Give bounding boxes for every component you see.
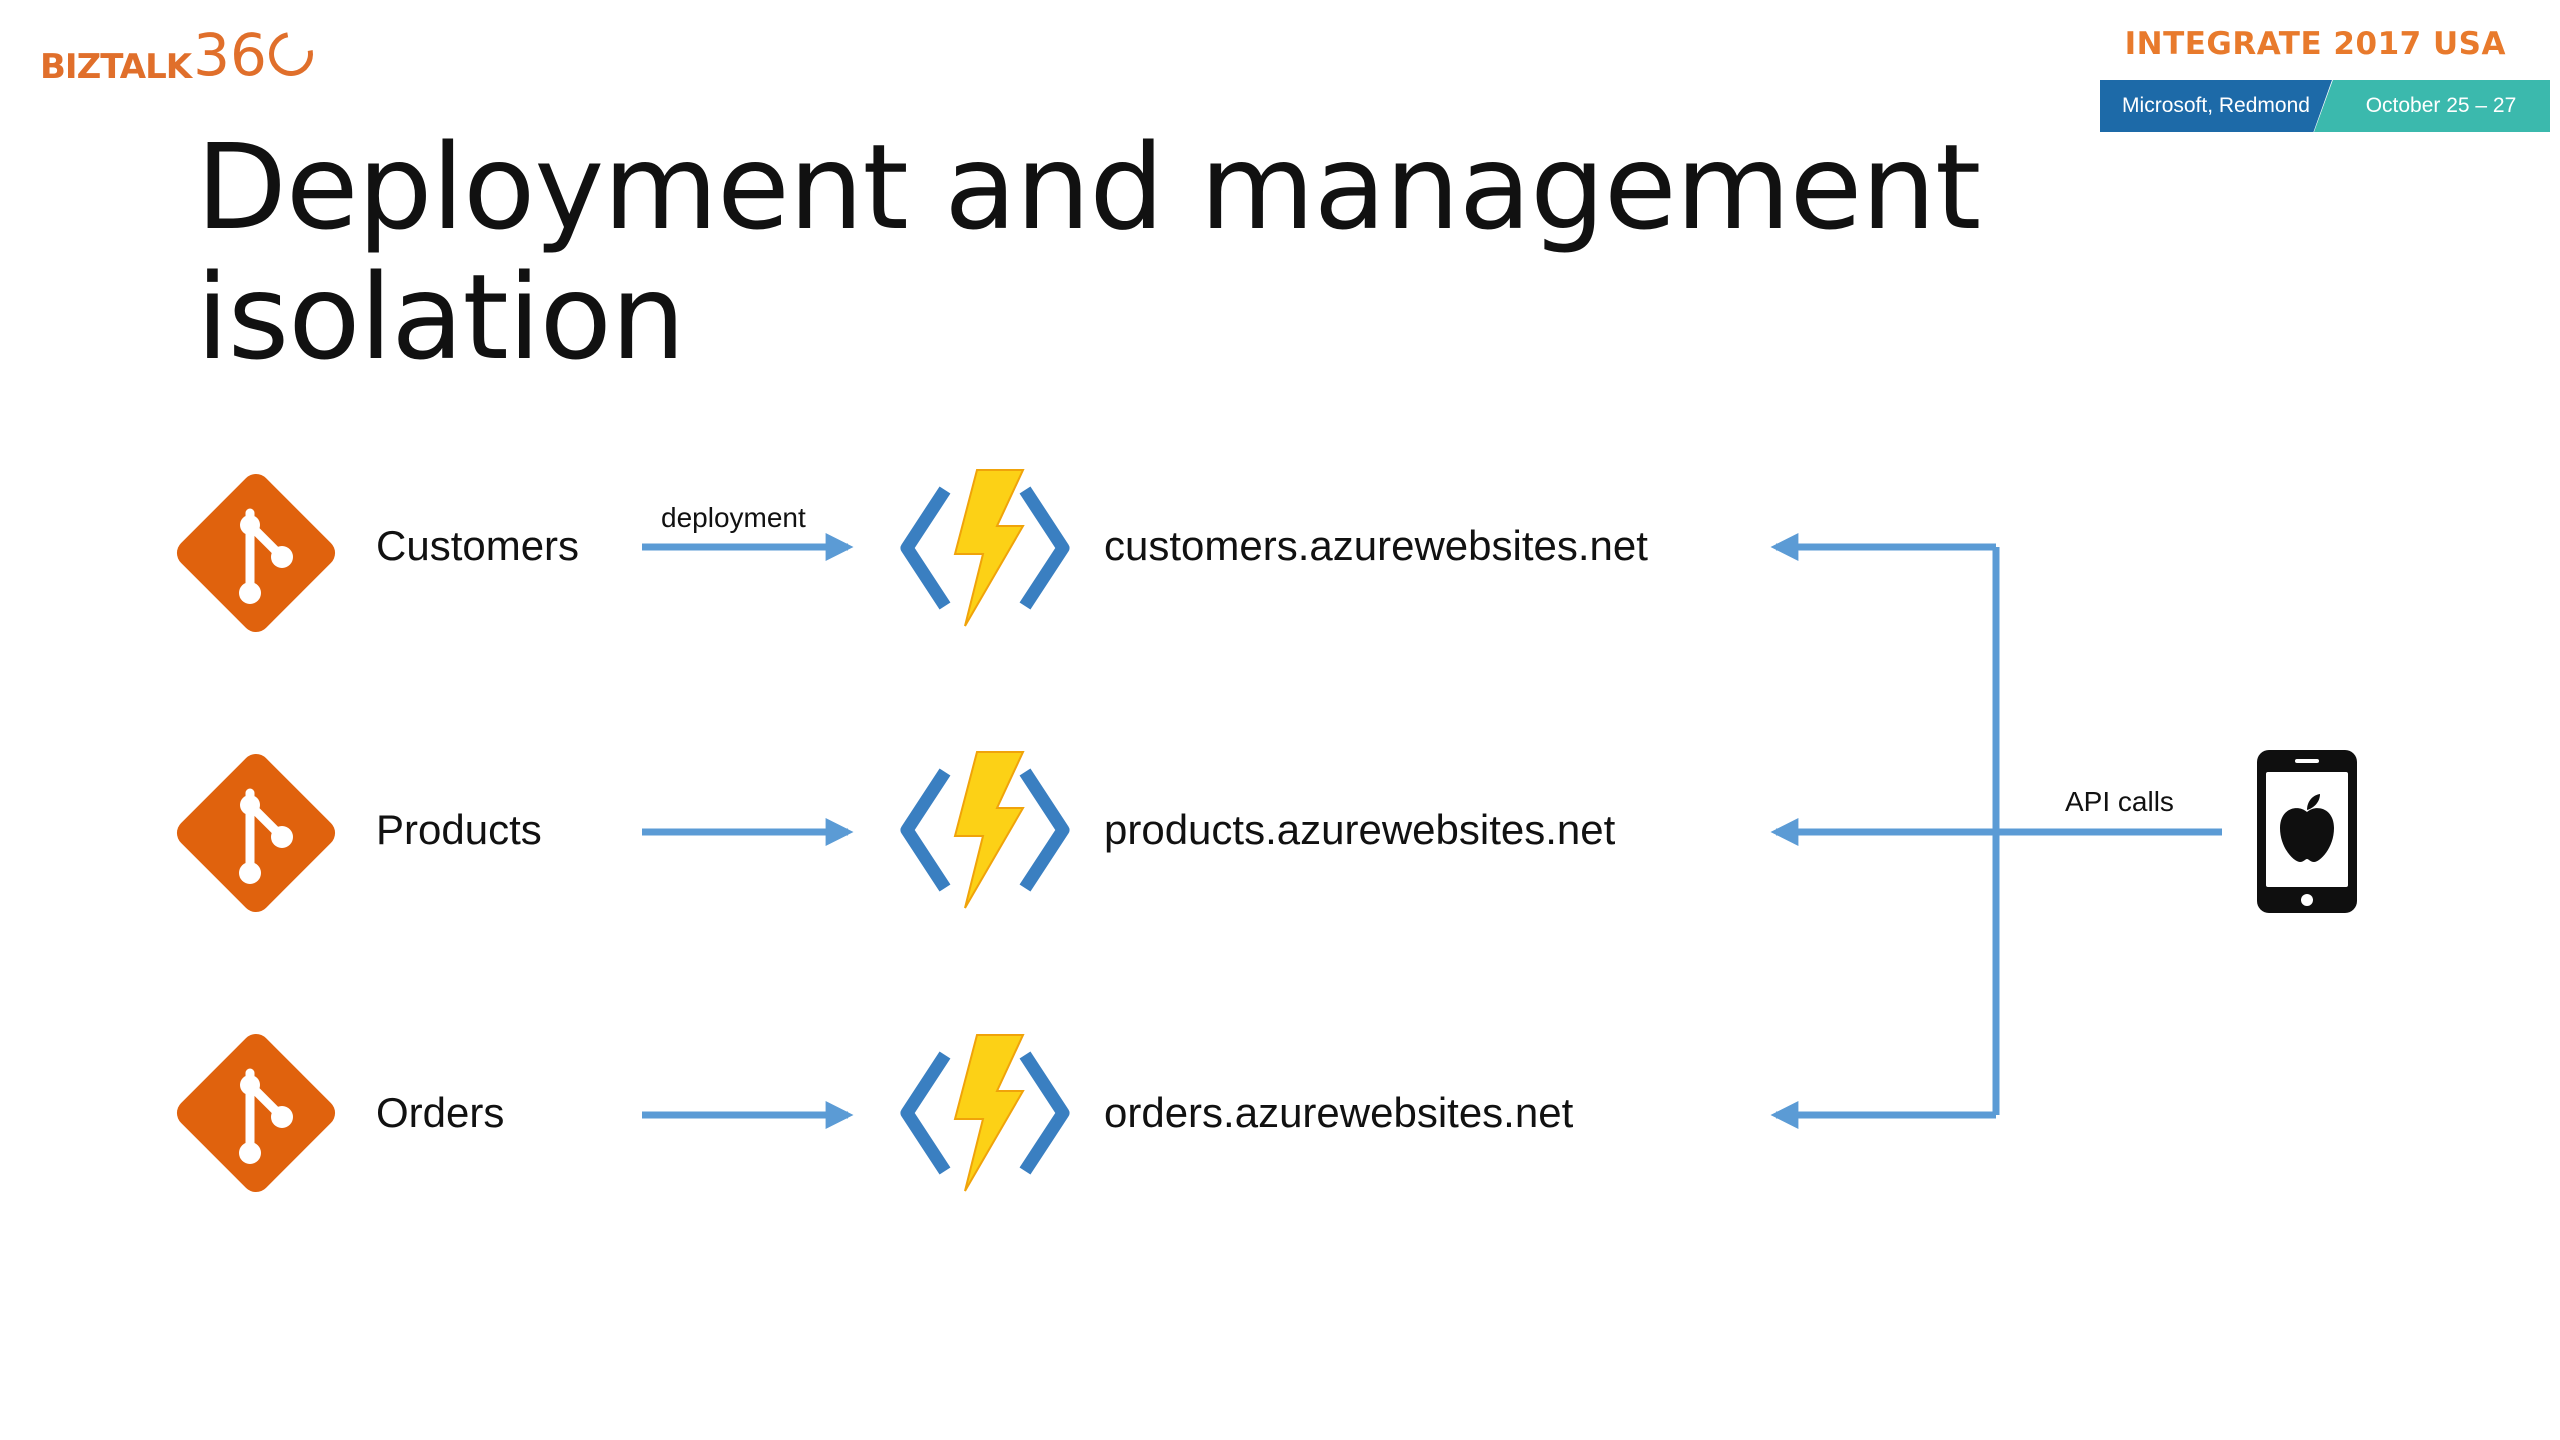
host-label-customers: customers.azurewebsites.net bbox=[1104, 522, 1648, 569]
azure-functions-icon bbox=[907, 1035, 1063, 1191]
git-icon bbox=[171, 748, 341, 918]
host-label-orders: orders.azurewebsites.net bbox=[1104, 1089, 1574, 1136]
event-location: Microsoft, Redmond bbox=[2100, 80, 2332, 132]
api-call-connectors bbox=[1770, 533, 2222, 1129]
azure-functions-icon bbox=[907, 752, 1063, 908]
logo-number-text: 36 bbox=[193, 21, 267, 89]
repo-row-products-graphics bbox=[171, 748, 1063, 918]
event-dates: October 25 – 27 bbox=[2314, 80, 2550, 132]
slide-title-line1: Deployment and management bbox=[196, 118, 1981, 256]
git-icon bbox=[171, 468, 341, 638]
host-label-products: products.azurewebsites.net bbox=[1104, 806, 1616, 853]
git-icon bbox=[171, 1028, 341, 1198]
repo-row-customers-graphics bbox=[171, 468, 1063, 638]
logo-text: BIZTALK bbox=[40, 47, 192, 87]
repo-label-customers: Customers bbox=[376, 522, 580, 569]
slide-title-line2: isolation bbox=[196, 248, 686, 386]
biztalk360-logo: BIZTALK 36 bbox=[40, 14, 322, 89]
repo-row-orders-graphics bbox=[171, 1028, 1063, 1198]
deployment-arrows bbox=[642, 533, 854, 1129]
event-info-bar: Microsoft, Redmond October 25 – 27 bbox=[2100, 80, 2550, 132]
api-calls-label: API calls bbox=[2065, 786, 2174, 817]
iphone-apple-icon bbox=[2257, 750, 2357, 913]
logo-number: 36 bbox=[193, 21, 322, 89]
azure-functions-icon bbox=[907, 470, 1063, 626]
slide-title: Deployment and management isolation bbox=[196, 122, 1981, 382]
deployment-label: deployment bbox=[661, 502, 806, 533]
repo-label-orders: Orders bbox=[376, 1089, 505, 1136]
event-title: INTEGRATE 2017 USA bbox=[2124, 26, 2506, 62]
repo-label-products: Products bbox=[376, 806, 542, 853]
